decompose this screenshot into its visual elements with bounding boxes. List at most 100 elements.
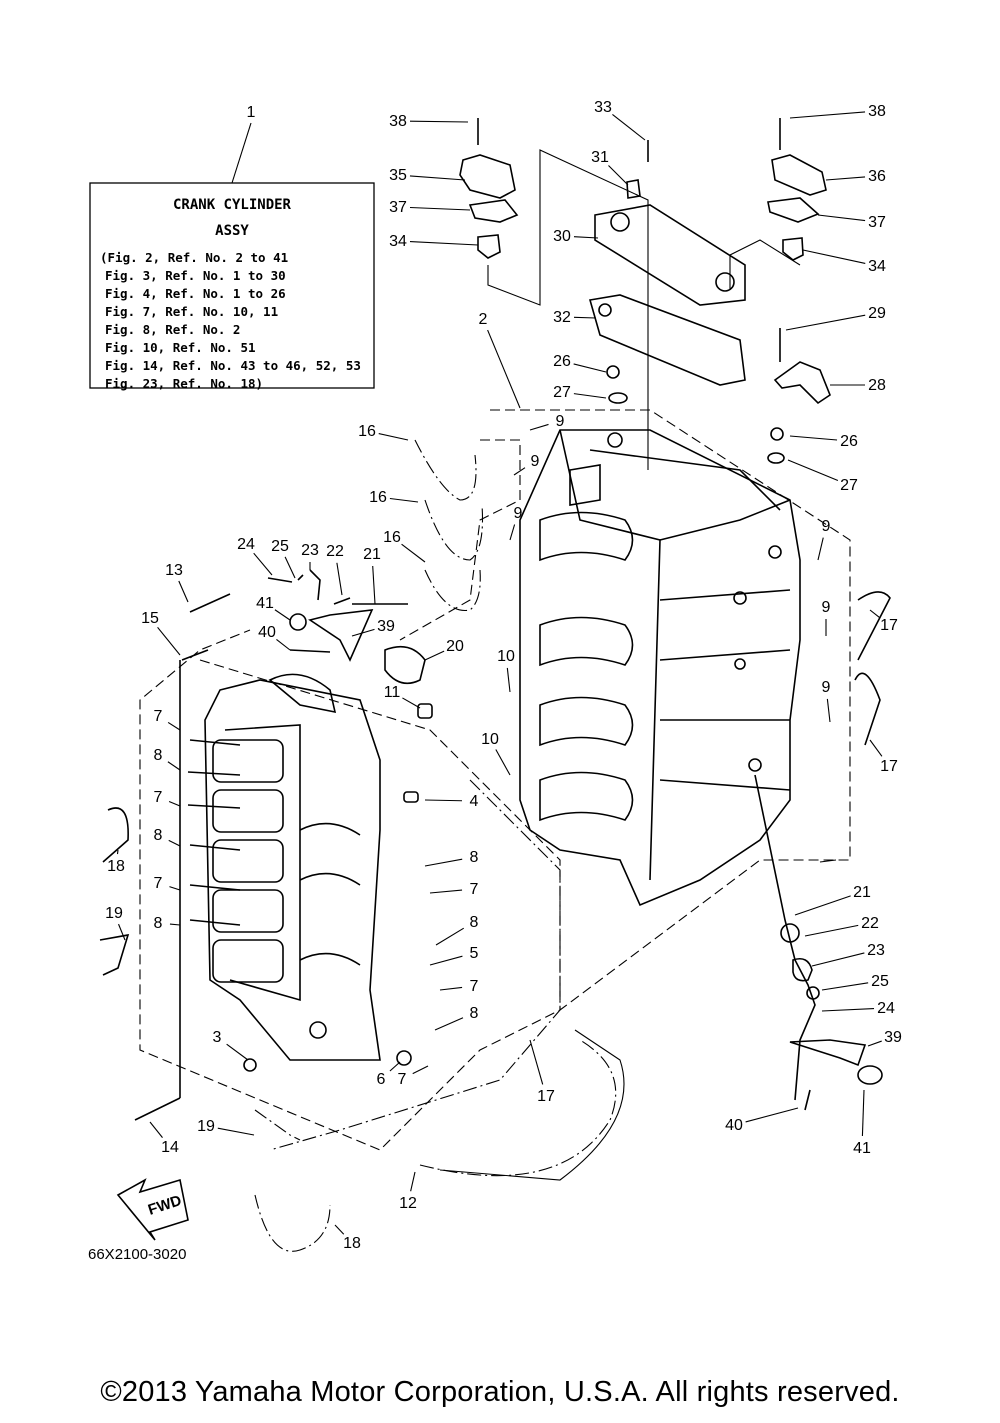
callout-leader — [573, 316, 597, 319]
callout-number: 24 — [877, 1000, 895, 1017]
callout-number: 7 — [154, 708, 163, 725]
callout-number: 25 — [271, 538, 289, 555]
legend-box: CRANK CYLINDER ASSY (Fig. 2, Ref. No. 2 … — [89, 104, 375, 391]
callout-number: 16 — [369, 489, 387, 506]
callout-number: 8 — [470, 914, 479, 931]
callout-number: 18 — [343, 1235, 361, 1252]
callout-leader — [169, 886, 181, 891]
callout-leader — [169, 923, 181, 926]
callout-leader — [817, 537, 824, 561]
callout-leader — [869, 609, 880, 618]
callout-number: 8 — [470, 849, 479, 866]
callout-number: 15 — [141, 610, 159, 627]
callout-number: 9 — [822, 599, 831, 616]
callout-number: 26 — [840, 433, 858, 450]
callout-leader — [513, 467, 526, 476]
callout-number: 27 — [840, 477, 858, 494]
callout-number: 11 — [384, 684, 401, 701]
callout-leader — [429, 889, 463, 894]
callout-leader — [573, 236, 599, 239]
callout-leader — [274, 609, 291, 621]
callout-number: 8 — [154, 747, 163, 764]
callout-number: 26 — [553, 353, 571, 370]
callout-number: 12 — [399, 1195, 417, 1212]
legend-title-line1: CRANK CYLINDER — [173, 197, 292, 213]
callout-number: 9 — [514, 505, 523, 522]
callout-number: 7 — [470, 978, 479, 995]
callout-leader — [157, 626, 181, 656]
cylinder-block-left-half — [204, 673, 381, 1061]
callout-number: 9 — [822, 679, 831, 696]
callout-number: 34 — [868, 258, 886, 275]
callout-leader — [817, 214, 866, 222]
callout-number: 21 — [363, 546, 381, 563]
callout-number: 25 — [871, 973, 889, 990]
callout-number: 17 — [880, 617, 898, 634]
callout-leader — [336, 562, 343, 596]
callout-number: 37 — [868, 214, 886, 231]
callout-number: 10 — [481, 731, 499, 748]
callout-number: 17 — [537, 1088, 555, 1105]
callout-leader — [118, 923, 126, 941]
callout-number: 40 — [258, 624, 276, 641]
callout-number: 16 — [358, 423, 376, 440]
legend-line: Fig. 23, Ref. No. 18) — [105, 376, 263, 391]
callout-number: 3 — [213, 1029, 222, 1046]
callout-leader — [378, 433, 409, 441]
callout-number: 41 — [853, 1140, 871, 1157]
callout-number: 37 — [389, 199, 407, 216]
legend-line: Fig. 7, Ref. No. 10, 11 — [105, 304, 278, 319]
callout-number: 36 — [868, 168, 886, 185]
callout-leader — [608, 165, 629, 186]
callout-number: 5 — [470, 945, 479, 962]
callout-leader — [178, 580, 189, 603]
callout-leader — [429, 955, 463, 966]
callout-leader — [424, 799, 463, 802]
callout-number: 30 — [553, 228, 571, 245]
callout-leader — [529, 423, 549, 431]
legend-line: Fig. 10, Ref. No. 51 — [105, 340, 256, 355]
hoses — [254, 439, 617, 1252]
callout-number: 7 — [154, 789, 163, 806]
callout-number: 29 — [868, 305, 886, 322]
callout-number: 13 — [165, 562, 183, 579]
callout-leader — [821, 1008, 875, 1012]
callout-number: 19 — [197, 1118, 215, 1135]
callout-number: 35 — [389, 167, 407, 184]
callout-leader — [794, 895, 851, 916]
legend-line: Fig. 4, Ref. No. 1 to 26 — [105, 286, 286, 301]
callout-leader — [402, 697, 421, 709]
callout-leader — [334, 1224, 345, 1235]
callout-number: 22 — [861, 915, 879, 932]
callout-leader — [116, 849, 119, 855]
callout-leader — [825, 176, 866, 181]
callout-leader — [424, 858, 463, 867]
callout-leader — [435, 927, 465, 946]
callout-number: 8 — [154, 827, 163, 844]
callout-number: 9 — [531, 453, 540, 470]
legend-line: (Fig. 2, Ref. No. 2 to 41 — [100, 250, 288, 265]
callout-leader — [253, 552, 273, 576]
callout-leader — [409, 241, 479, 246]
callout-leader — [529, 1039, 544, 1085]
callout-label: 1 — [247, 104, 256, 121]
callout-number: 34 — [389, 233, 407, 250]
callout-number: 6 — [377, 1071, 386, 1088]
callout-number: 2 — [479, 311, 488, 328]
callout-number: 21 — [853, 884, 871, 901]
callout-number: 10 — [497, 648, 515, 665]
callout-number: 33 — [594, 99, 612, 116]
callout-leader — [424, 650, 445, 661]
exploded-view-outline — [139, 409, 851, 1151]
callout-number: 17 — [880, 758, 898, 775]
callout-number: 38 — [389, 113, 407, 130]
callout-number: 16 — [383, 529, 401, 546]
callout-leader — [745, 1107, 799, 1123]
fwd-arrow-icon: FWD — [116, 1178, 189, 1241]
right-small-parts — [439, 591, 891, 1181]
callout-leader — [276, 638, 291, 651]
callout-number: 22 — [326, 543, 344, 560]
callout-leader — [495, 749, 511, 776]
callout-leader — [573, 393, 607, 399]
